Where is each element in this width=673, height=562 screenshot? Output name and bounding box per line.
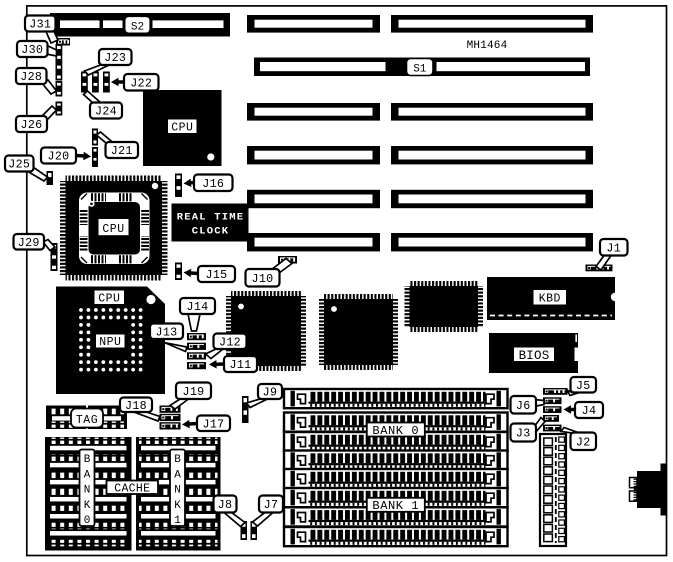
- svg-text:0: 0: [84, 515, 91, 527]
- svg-text:CLOCK: CLOCK: [192, 226, 230, 238]
- svg-text:NPU: NPU: [99, 336, 121, 349]
- svg-text:J10: J10: [252, 272, 274, 286]
- svg-text:J7: J7: [264, 498, 279, 512]
- svg-text:J20: J20: [48, 150, 70, 164]
- svg-text:J25: J25: [8, 158, 30, 172]
- svg-text:J24: J24: [95, 105, 117, 119]
- svg-text:J5: J5: [576, 379, 591, 393]
- svg-text:REAL TIME: REAL TIME: [177, 212, 245, 224]
- svg-text:A: A: [84, 469, 91, 481]
- svg-text:J23: J23: [104, 51, 126, 65]
- svg-text:CPU: CPU: [171, 121, 193, 134]
- svg-text:J19: J19: [183, 385, 205, 399]
- svg-text:J4: J4: [582, 404, 597, 418]
- svg-text:J15: J15: [206, 268, 228, 282]
- svg-text:MH1464: MH1464: [467, 40, 508, 52]
- svg-text:J3: J3: [516, 427, 531, 441]
- svg-text:BIOS: BIOS: [519, 349, 550, 363]
- svg-text:S2: S2: [131, 22, 144, 34]
- svg-text:J1: J1: [606, 241, 621, 255]
- svg-text:J12: J12: [219, 335, 241, 349]
- svg-text:K: K: [84, 500, 91, 512]
- svg-text:BANK 0: BANK 0: [372, 424, 419, 438]
- svg-text:J14: J14: [187, 300, 209, 314]
- svg-text:CPU: CPU: [98, 292, 120, 305]
- svg-text:J6: J6: [516, 399, 531, 413]
- svg-text:A: A: [174, 469, 181, 481]
- svg-text:J22: J22: [130, 76, 152, 90]
- svg-text:J21: J21: [111, 144, 133, 158]
- svg-text:J8: J8: [218, 498, 233, 512]
- svg-text:K: K: [174, 500, 181, 512]
- svg-text:J17: J17: [203, 417, 225, 431]
- svg-text:BANK 1: BANK 1: [372, 499, 419, 513]
- svg-text:J29: J29: [18, 236, 40, 250]
- svg-text:J11: J11: [230, 358, 252, 372]
- svg-text:J9: J9: [263, 386, 278, 400]
- svg-text:J13: J13: [156, 325, 178, 339]
- svg-text:KBD: KBD: [539, 293, 561, 306]
- svg-text:CPU: CPU: [102, 223, 124, 236]
- svg-text:1: 1: [174, 515, 181, 527]
- svg-text:N: N: [174, 485, 181, 497]
- svg-text:N: N: [84, 485, 91, 497]
- svg-text:B: B: [84, 454, 91, 466]
- svg-text:J31: J31: [29, 18, 51, 32]
- svg-text:S1: S1: [413, 64, 427, 76]
- svg-text:J28: J28: [20, 70, 42, 84]
- svg-text:J18: J18: [125, 399, 147, 413]
- svg-text:J16: J16: [202, 177, 224, 191]
- svg-text:J30: J30: [21, 43, 43, 57]
- svg-text:B: B: [174, 454, 181, 466]
- svg-text:J26: J26: [21, 118, 43, 132]
- svg-text:J2: J2: [576, 435, 591, 449]
- svg-text:TAG: TAG: [76, 414, 98, 427]
- svg-text:CACHE: CACHE: [114, 483, 150, 496]
